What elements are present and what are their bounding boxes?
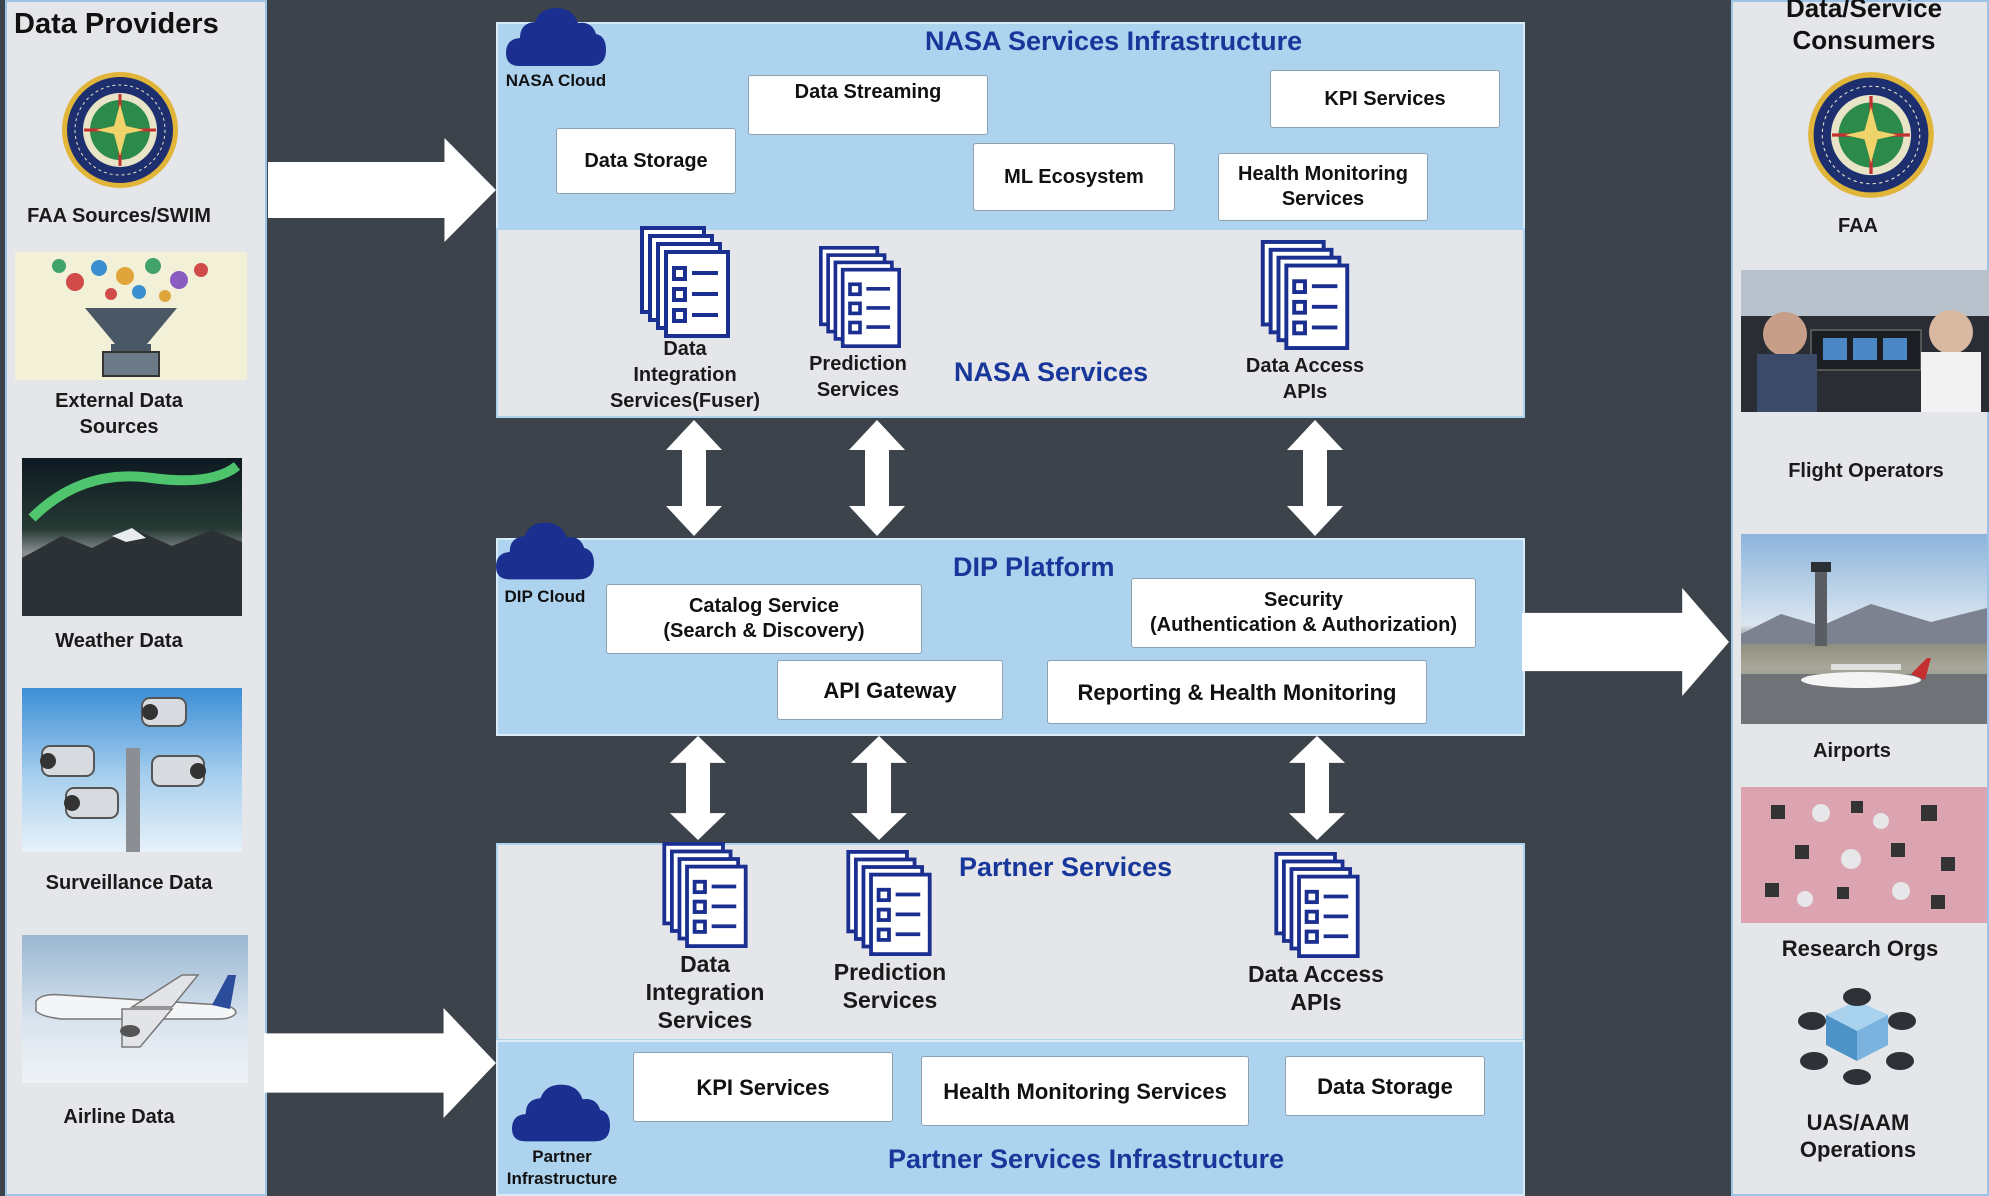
dip-cloud-icon <box>496 520 594 582</box>
external-data-image <box>15 252 247 380</box>
provider-label-faa: FAA Sources/SWIM <box>27 205 211 227</box>
flight-operators-image <box>1741 270 1989 412</box>
health-monitoring-box[interactable]: Health Monitoring Services <box>1218 153 1428 221</box>
provider-label-weather: Weather Data <box>55 630 183 652</box>
prediction-services-icon <box>815 246 905 348</box>
data-integration-icon <box>660 842 750 948</box>
data-providers-title: Data Providers <box>14 8 219 40</box>
right-arrow-icon <box>268 138 496 242</box>
faa-seal-icon <box>60 70 180 190</box>
uas-network-icon <box>1792 985 1922 1085</box>
double-arrow-icon <box>1287 736 1347 840</box>
nasa-prediction-label: Prediction Services <box>809 353 907 401</box>
double-arrow-icon <box>847 420 907 536</box>
partner-services-title: Partner Services <box>959 852 1173 882</box>
consumer-label-research-orgs: Research Orgs <box>1781 936 1939 961</box>
airports-image <box>1741 534 1987 724</box>
nasa-infrastructure-title: NASA Services Infrastructure <box>925 26 1303 56</box>
reporting-health-box[interactable]: Reporting & Health Monitoring <box>1047 660 1427 724</box>
double-arrow-icon <box>668 736 728 840</box>
provider-label-airline: Airline Data <box>63 1106 175 1128</box>
double-arrow-icon <box>849 736 909 840</box>
prediction-services-icon <box>844 850 934 956</box>
dip-cloud-label: DIP Cloud <box>504 587 586 606</box>
dip-platform-title: DIP Platform <box>953 552 1115 582</box>
weather-data-image <box>22 458 242 616</box>
api-gateway-box[interactable]: API Gateway <box>777 660 1003 720</box>
right-arrow-icon <box>1522 588 1729 696</box>
partner-infrastructure-title: Partner Services Infrastructure <box>888 1144 1285 1174</box>
consumers-title: Data/Service Consumers <box>1785 0 1943 55</box>
nasa-cloud-icon <box>506 6 606 68</box>
partner-data-integration-label: Data Integration Services <box>645 951 765 1033</box>
provider-label-surveillance: Surveillance Data <box>45 872 213 894</box>
partner-health-monitoring-box[interactable]: Health Monitoring Services <box>921 1056 1249 1126</box>
data-access-apis-icon <box>1272 852 1362 958</box>
partner-cloud-label: Partner Infrastructure <box>506 1147 618 1188</box>
nasa-services-title: NASA Services <box>954 357 1149 387</box>
right-arrow-icon <box>264 1008 496 1118</box>
consumer-label-uas: UAS/AAM Operations <box>1799 1110 1917 1162</box>
partner-data-storage-box[interactable]: Data Storage <box>1285 1056 1485 1116</box>
partner-data-access-label: Data Access APIs <box>1248 961 1384 1015</box>
airline-data-image <box>22 935 248 1083</box>
security-box[interactable]: Security (Authentication & Authorization… <box>1131 578 1476 648</box>
research-orgs-image <box>1741 787 1987 923</box>
nasa-cloud-label: NASA Cloud <box>505 71 607 90</box>
partner-kpi-services-box[interactable]: KPI Services <box>633 1052 893 1122</box>
faa-seal-icon <box>1806 70 1936 200</box>
surveillance-data-image <box>22 688 242 852</box>
consumer-label-airports: Airports <box>1813 740 1891 762</box>
consumer-label-faa: FAA <box>1838 215 1878 237</box>
data-integration-icon <box>640 226 730 338</box>
nasa-data-integration-label: Data Integration Services(Fuser) <box>609 338 761 412</box>
double-arrow-icon <box>664 420 724 536</box>
catalog-service-box[interactable]: Catalog Service (Search & Discovery) <box>606 584 922 654</box>
data-storage-box[interactable]: Data Storage <box>556 128 736 194</box>
nasa-data-access-label: Data Access APIs <box>1245 355 1365 403</box>
partner-prediction-label: Prediction Services <box>833 959 947 1013</box>
data-streaming-box[interactable]: Data Streaming <box>748 75 988 135</box>
partner-cloud-icon <box>512 1082 610 1144</box>
ml-ecosystem-box[interactable]: ML Ecosystem <box>973 143 1175 211</box>
double-arrow-icon <box>1285 420 1345 536</box>
kpi-services-box[interactable]: KPI Services <box>1270 70 1500 128</box>
data-access-apis-icon <box>1260 240 1350 350</box>
provider-label-external: External Data Sources <box>55 390 183 438</box>
consumer-label-flight-operators: Flight Operators <box>1788 460 1944 482</box>
